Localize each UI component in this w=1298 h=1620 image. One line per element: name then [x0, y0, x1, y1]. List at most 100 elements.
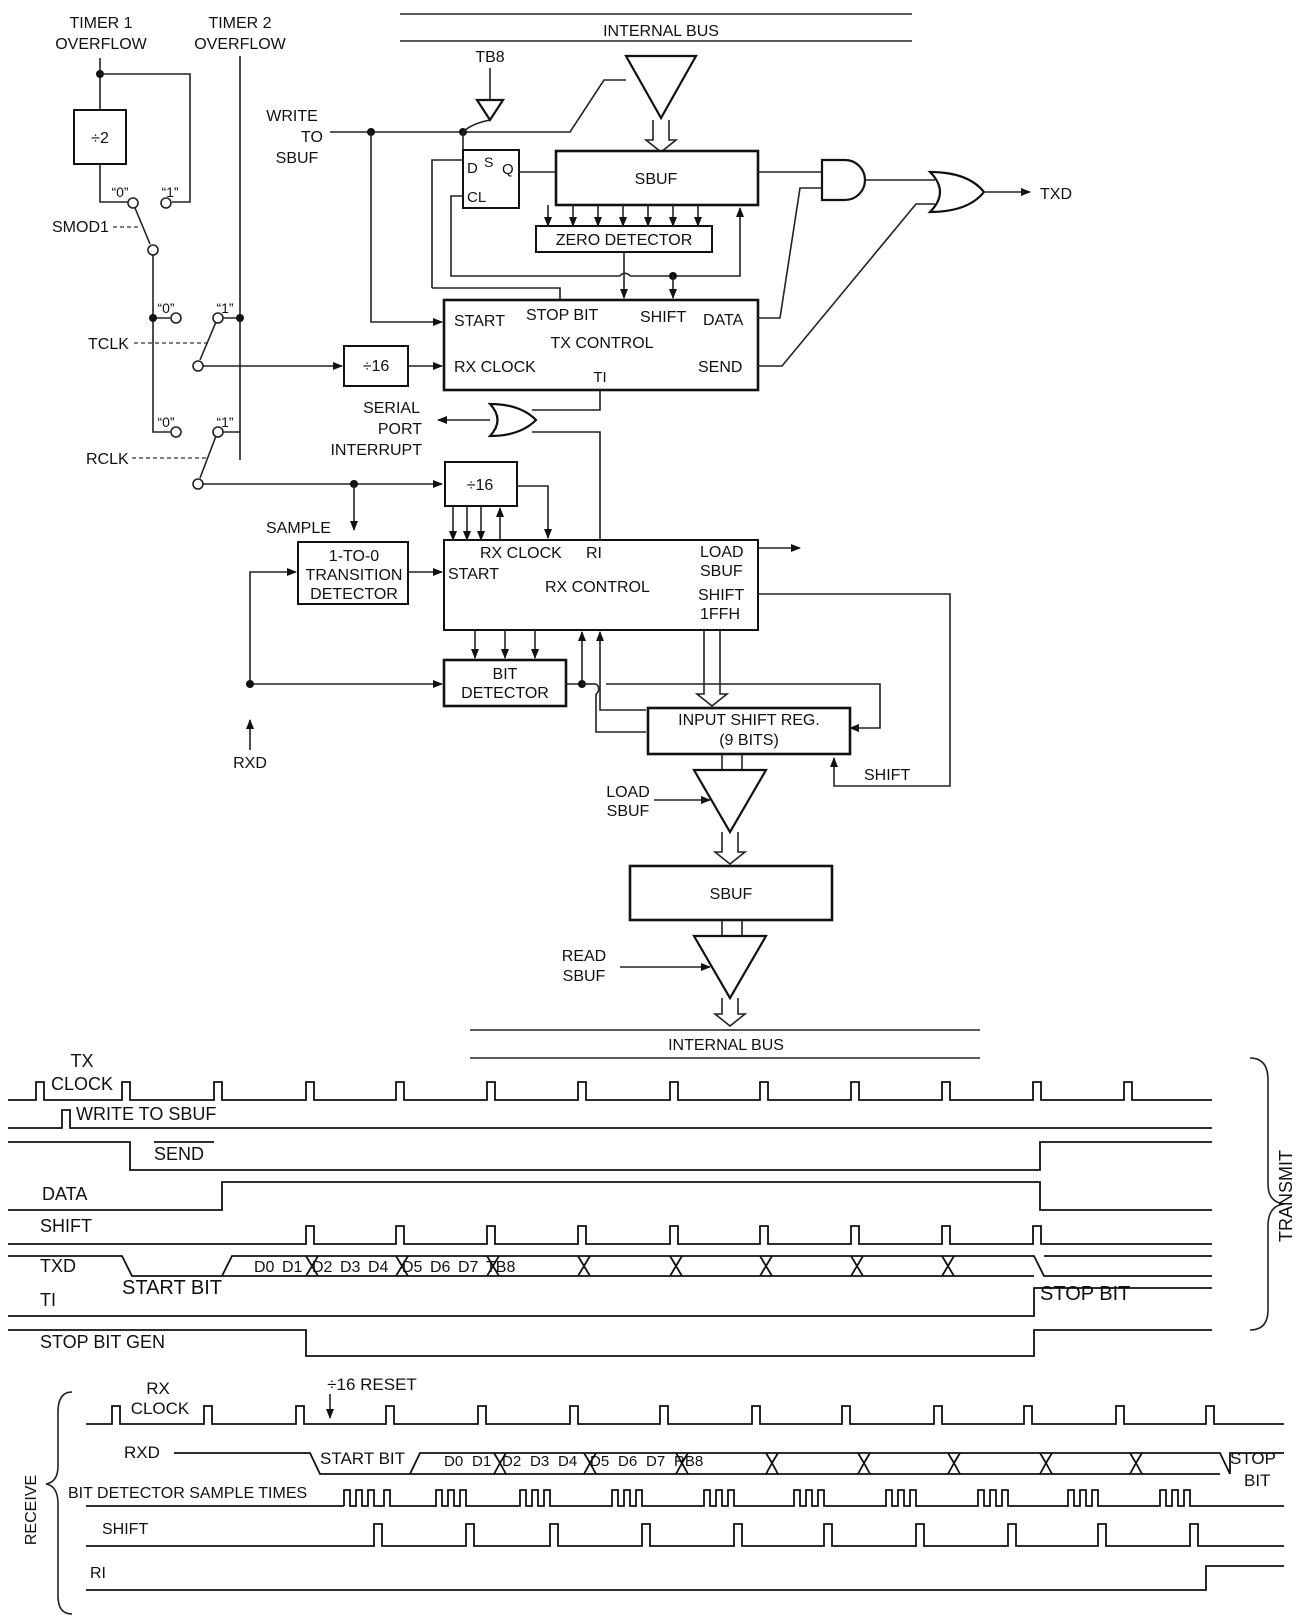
txd-and-gate	[820, 158, 867, 202]
div16-reset-label: ÷16 RESET	[327, 1375, 417, 1394]
rclk-label: RCLK	[86, 451, 129, 468]
interrupt-or-gate	[487, 402, 538, 438]
internal-bus-top-label: INTERNAL BUS	[603, 23, 719, 40]
tx-start-bit-label: START BIT	[122, 1277, 222, 1299]
rx-shift-label: SHIFT	[102, 1521, 148, 1538]
rx-rxd-label: RXD	[124, 1443, 160, 1462]
rx-stop-bit-line2: BIT	[1244, 1471, 1270, 1490]
ri-waveform	[86, 1565, 1284, 1591]
tx-bit-d5: D5	[402, 1259, 423, 1276]
tx-bit-d6: D6	[430, 1259, 451, 1276]
tx-control-ti-label: TI	[593, 369, 606, 386]
rx-bit-rb8: RB8	[674, 1453, 703, 1470]
transmit-label: TRANSMIT	[1276, 1150, 1296, 1242]
timer1-overflow-line2: OVERFLOW	[55, 36, 147, 53]
tx-control-start-label: START	[454, 313, 505, 330]
ff-s-label: S	[484, 154, 493, 170]
tx-bit-d3: D3	[340, 1259, 361, 1276]
write-to-sbuf-line2: TO	[301, 129, 323, 146]
timer2-overflow-line1: TIMER 2	[208, 15, 271, 32]
bus-to-sbuf-arrow	[643, 120, 679, 154]
rx-control-shift-line1: SHIFT	[698, 587, 744, 604]
tx-control-send-label: SEND	[698, 359, 742, 376]
rx-stop-bit-line1: STOP	[1230, 1449, 1276, 1468]
tx-ti-label: TI	[40, 1290, 56, 1310]
write-to-sbuf-waveform	[8, 1109, 1212, 1129]
rx-clock-waveform	[86, 1405, 1284, 1425]
rx-control-rx-clock-label: RX CLOCK	[480, 545, 562, 562]
tx-control-rx-clock-label: RX CLOCK	[454, 359, 536, 376]
read-sbuf-line1: READ	[562, 948, 606, 965]
rx-bit-d6: D6	[618, 1453, 637, 1470]
tx-clock-waveform	[8, 1081, 1212, 1101]
load-sbuf-line1: LOAD	[606, 784, 650, 801]
receive-brace	[45, 1391, 73, 1615]
rx-bit-d2: D2	[502, 1453, 521, 1470]
tx-sbuf-register	[554, 149, 760, 207]
smod1-one-label: “1”	[161, 184, 178, 200]
rx-shift-waveform	[86, 1523, 1284, 1547]
txd-or-gate	[927, 170, 986, 214]
tx-write-to-sbuf-label: WRITE TO SBUF	[76, 1104, 216, 1124]
data-waveform	[8, 1181, 1212, 1211]
load-sbuf-buffer	[692, 768, 768, 835]
write-to-sbuf-line3: SBUF	[276, 150, 319, 167]
tx-bit-d2: D2	[312, 1259, 333, 1276]
rx-control-to-bit-detector-arrows	[471, 630, 539, 659]
read-sbuf-buffer	[692, 934, 768, 1001]
load-sbuf-line2: SBUF	[607, 803, 650, 820]
rx-bit-d3: D3	[530, 1453, 549, 1470]
rclk-switch	[199, 435, 217, 479]
rx-clock-line2: CLOCK	[131, 1399, 190, 1418]
rx-divide-by-16-box	[444, 461, 518, 507]
tx-control-block	[442, 298, 760, 392]
write-to-sbuf-line1: WRITE	[266, 108, 318, 125]
tx-shift-label: SHIFT	[40, 1216, 92, 1236]
receive-label: RECEIVE	[23, 1475, 40, 1545]
tx-control-data-label: DATA	[703, 312, 744, 329]
tclk-switch	[199, 321, 217, 361]
smod1-label: SMOD1	[52, 219, 109, 236]
ff-q-label: Q	[502, 161, 514, 178]
smod1-switch	[134, 207, 151, 245]
tb8-buffer	[474, 98, 506, 123]
rx-sbuf-label: SBUF	[710, 886, 753, 903]
ff-d-label: D	[467, 160, 478, 177]
rx-sbuf-register	[628, 864, 834, 922]
tx-control-shift-label: SHIFT	[640, 309, 686, 326]
transition-detector-line2: TRANSITION	[306, 567, 403, 584]
bit-detector-line2: DETECTOR	[461, 685, 549, 702]
txd-waveform	[8, 1255, 1212, 1277]
stop-bit-gen-waveform	[8, 1329, 1212, 1357]
rx-divide-by-16-label: ÷16	[467, 477, 494, 494]
tclk-zero-label: “0”	[157, 300, 174, 316]
ff-cl-label: CL	[467, 189, 486, 206]
tx-clock-line1: TX	[70, 1051, 93, 1071]
transition-detector-line1: 1-TO-0	[329, 548, 379, 565]
rx-control-start-label: START	[448, 566, 499, 583]
tclk-one-label: “1”	[216, 300, 233, 316]
tclk-label: TCLK	[88, 336, 129, 353]
transition-detector-box	[297, 541, 409, 605]
rx-control-load-sbuf-line1: LOAD	[700, 544, 744, 561]
tx-txd-label: TXD	[40, 1256, 76, 1276]
read-sbuf-line2: SBUF	[563, 968, 606, 985]
tx-divide-by-16-label: ÷16	[363, 358, 390, 375]
rxd-input-label: RXD	[233, 755, 267, 772]
tb8-label: TB8	[475, 49, 504, 66]
tx-bit-d1: D1	[282, 1259, 303, 1276]
serial-port-interrupt-line2: PORT	[378, 421, 422, 438]
tx-clock-line2: CLOCK	[51, 1074, 113, 1094]
rxd-waveform	[174, 1452, 1284, 1475]
rx-div16-arrows	[449, 506, 485, 541]
block-diagram: INTERNAL BUS TIMER 1 OVERFLOW TIMER 2 OV…	[52, 13, 1072, 1059]
tx-stop-bit-label: STOP BIT	[1040, 1283, 1130, 1305]
rx-bit-d7: D7	[646, 1453, 665, 1470]
tx-divide-by-16-box	[343, 345, 409, 387]
divide-by-2-label: ÷2	[91, 130, 109, 147]
bit-detector-sample-times-label: BIT DETECTOR SAMPLE TIMES	[68, 1485, 307, 1502]
internal-bus-bottom-label: INTERNAL BUS	[668, 1037, 784, 1054]
transmit-brace	[1249, 1057, 1285, 1331]
transition-detector-line3: DETECTOR	[310, 586, 398, 603]
